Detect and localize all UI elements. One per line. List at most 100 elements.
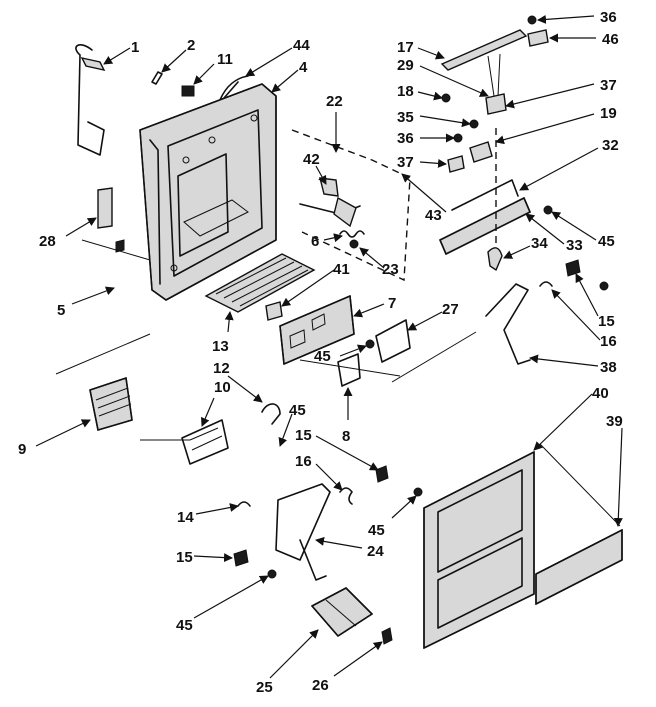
label-9: 9 <box>18 441 26 458</box>
part-bulb-34 <box>487 247 503 272</box>
label-38: 38 <box>600 359 617 376</box>
part-connector-29 <box>485 53 507 115</box>
part-clip-12 <box>261 403 281 425</box>
part-dispenser-housing <box>139 83 277 301</box>
part-screw-45-mid <box>365 339 375 349</box>
label-18: 18 <box>397 83 414 100</box>
label-27: 27 <box>442 301 459 318</box>
part-drip-grille <box>204 253 316 313</box>
label-28: 28 <box>39 233 56 250</box>
label-8: 8 <box>342 428 350 445</box>
label-40: 40 <box>592 385 609 402</box>
label-45-e: 45 <box>598 233 615 250</box>
label-35: 35 <box>397 109 414 126</box>
label-16-b: 16 <box>600 333 617 350</box>
part-screw-45-low <box>413 487 423 497</box>
label-45-mid: 45 <box>314 348 331 365</box>
part-door-40 <box>423 450 535 650</box>
label-25: 25 <box>256 679 273 696</box>
part-bar-17 <box>440 29 528 71</box>
dashed-group-22 <box>291 129 411 282</box>
part-screw-18 <box>441 93 451 103</box>
part-screw-45-left <box>267 569 277 579</box>
part-clip-15-right <box>565 259 581 277</box>
part-block-28 <box>97 187 113 229</box>
part-bracket-37b <box>447 155 465 173</box>
part-spring-16-right <box>539 281 553 287</box>
part-screw-2 <box>151 71 163 85</box>
label-22: 22 <box>326 93 343 110</box>
part-spring-6 <box>339 230 365 238</box>
label-2: 2 <box>187 37 195 54</box>
label-11: 11 <box>217 51 233 68</box>
label-15-b: 15 <box>176 549 193 566</box>
callout-labels: 1 2 11 44 4 22 42 6 23 41 7 27 45 8 28 5 <box>18 9 623 696</box>
label-14: 14 <box>177 509 194 526</box>
label-4: 4 <box>299 59 308 76</box>
part-heater-wire <box>75 44 106 156</box>
part-rail-33 <box>439 128 531 255</box>
part-bracket-10 <box>181 419 229 465</box>
part-switch-8 <box>337 353 361 387</box>
label-1: 1 <box>131 39 139 56</box>
part-clip-15-left <box>233 549 249 567</box>
assembly-lines <box>55 239 621 527</box>
label-33: 33 <box>566 237 583 254</box>
part-solenoid-9 <box>89 377 133 431</box>
label-41: 41 <box>333 261 350 278</box>
part-pin-14 <box>237 501 251 507</box>
label-45-b: 45 <box>289 402 306 419</box>
part-screw-23 <box>349 239 359 249</box>
label-34: 34 <box>531 235 548 252</box>
label-6: 6 <box>311 233 319 250</box>
label-23: 23 <box>382 261 399 278</box>
label-36-top: 36 <box>600 9 617 26</box>
part-arm-38 <box>485 283 531 365</box>
part-bracket-46 <box>527 29 549 47</box>
label-36-mid: 36 <box>397 130 414 147</box>
part-wire-harness <box>219 75 249 101</box>
part-screw-36-mid <box>453 133 463 143</box>
part-panel-39 <box>535 528 623 606</box>
part-lever-42 <box>299 177 361 228</box>
label-45-c: 45 <box>368 522 385 539</box>
label-42: 42 <box>303 151 320 168</box>
label-45-d: 45 <box>176 617 193 634</box>
label-10: 10 <box>214 379 231 396</box>
label-24: 24 <box>367 543 384 560</box>
part-screw-36-top <box>527 15 537 25</box>
label-5: 5 <box>57 302 65 319</box>
label-12: 12 <box>213 360 230 377</box>
part-screw-5 <box>115 239 125 253</box>
part-screw-35 <box>469 119 479 129</box>
label-26: 26 <box>312 677 329 694</box>
part-spring-16 <box>339 487 353 505</box>
part-nut-11 <box>181 85 195 97</box>
part-bracket-7 <box>279 294 355 366</box>
part-plate-41 <box>265 301 283 321</box>
label-29: 29 <box>397 57 414 74</box>
label-17: 17 <box>397 39 414 56</box>
part-clip-15 <box>375 465 389 483</box>
label-32: 32 <box>602 137 619 154</box>
part-cover-27 <box>375 319 411 363</box>
part-screw-45-right2 <box>599 281 609 291</box>
label-16-a: 16 <box>295 453 312 470</box>
label-37-a: 37 <box>600 77 617 94</box>
label-19: 19 <box>600 105 617 122</box>
label-39: 39 <box>606 413 623 430</box>
label-46: 46 <box>602 31 619 48</box>
part-screw-26 <box>381 627 393 645</box>
label-13: 13 <box>212 338 229 355</box>
label-37-b: 37 <box>397 154 414 171</box>
label-15-a: 15 <box>295 427 312 444</box>
label-15-c: 15 <box>598 313 615 330</box>
part-screw-45-right <box>543 205 553 215</box>
label-44: 44 <box>293 37 310 54</box>
part-arm-24 <box>275 483 331 581</box>
label-7: 7 <box>388 295 396 312</box>
label-43: 43 <box>425 207 442 224</box>
part-chute-25 <box>310 587 374 637</box>
part-bracket-37a <box>469 141 493 163</box>
